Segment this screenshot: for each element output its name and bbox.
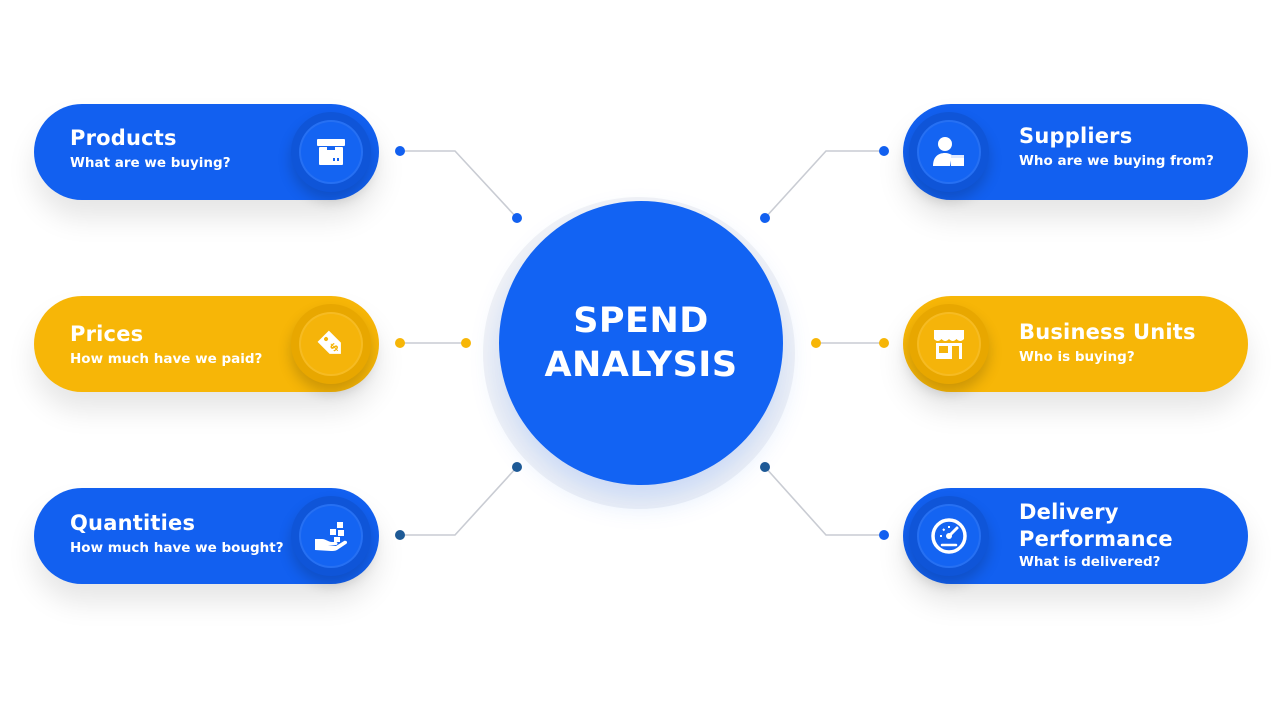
products-badge [291,112,371,192]
node-quantities: Quantities How much have we bought? [34,488,379,584]
node-business-units: Business Units Who is buying? [903,296,1248,392]
dot-business-units-outer [879,338,889,348]
dot-delivery-inner [760,462,770,472]
dot-suppliers-outer [879,146,889,156]
speedometer-icon [931,518,967,554]
node-suppliers: Suppliers Who are we buying from? [903,104,1248,200]
node-prices: Prices How much have we paid? $ [34,296,379,392]
products-title: Products [70,126,177,150]
dot-business-units-inner [811,338,821,348]
prices-badge: $ [291,304,371,384]
business-units-title: Business Units [1019,320,1196,344]
dot-quantities-inner [512,462,522,472]
supplier-person-icon [933,137,964,166]
connector-delivery [764,466,884,536]
suppliers-title: Suppliers [1019,124,1133,148]
center-title-line1: SPEND [573,301,709,341]
dot-prices-inner [461,338,471,348]
dot-suppliers-inner [760,213,770,223]
dot-products-inner [512,213,522,223]
box-icon [317,139,345,165]
center-title-circle: SPEND ANALYSIS [499,201,783,485]
quantities-badge [291,496,371,576]
center-title-line2: ANALYSIS [544,345,738,385]
dot-prices-outer [395,338,405,348]
connector-suppliers [764,150,884,219]
hand-boxes-icon [315,522,348,551]
node-delivery-performance: Delivery Performance What is delivered? [903,488,1248,584]
price-tag-icon: $ [317,330,341,354]
node-products: Products What are we buying? [34,104,379,200]
products-subtitle: What are we buying? [70,155,231,171]
quantities-title: Quantities [70,511,196,535]
prices-title: Prices [70,322,144,346]
store-icon [934,330,964,359]
delivery-title-line2: Performance [1019,527,1173,551]
connector-products [400,150,518,219]
quantities-subtitle: How much have we bought? [70,540,284,556]
dot-delivery-outer [879,530,889,540]
dot-products-outer [395,146,405,156]
suppliers-badge [909,112,989,192]
dot-quantities-outer [395,530,405,540]
prices-subtitle: How much have we paid? [70,351,263,367]
suppliers-subtitle: Who are we buying from? [1019,153,1214,169]
business-units-badge [909,304,989,384]
business-units-subtitle: Who is buying? [1019,349,1135,365]
delivery-title-line1: Delivery [1019,500,1119,524]
delivery-subtitle: What is delivered? [1019,554,1161,570]
delivery-badge [909,496,989,576]
connector-quantities [400,466,518,536]
